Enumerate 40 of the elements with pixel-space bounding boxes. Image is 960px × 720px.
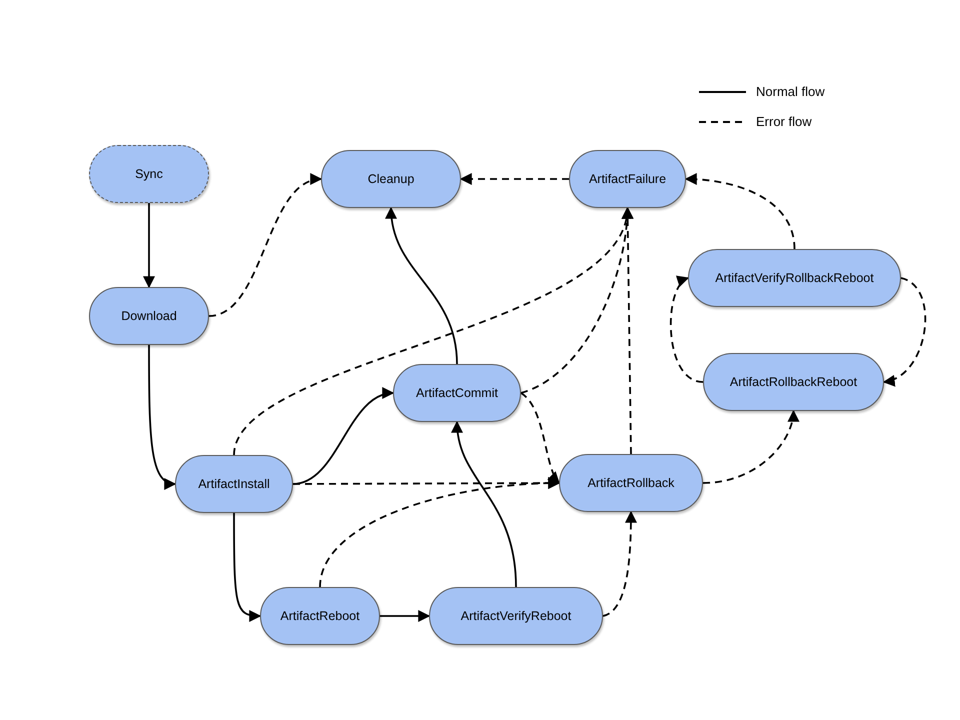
state-node [89,287,209,345]
dashed-arrow [520,392,560,484]
state-node [89,145,209,203]
dashed-arrow [684,173,796,250]
state-label: ArtifactCommit [416,386,498,400]
state-node [260,587,380,645]
state-node [569,150,686,208]
state-node [175,455,293,513]
dashed-arrow [319,477,560,588]
legend-label: Error flow [756,114,812,129]
state-node [393,364,521,422]
state-node [321,150,461,208]
arrow [143,203,155,288]
arrow [233,513,262,622]
state-label: ArtifactReboot [280,609,360,623]
state-label: Download [121,309,177,323]
arrow [386,206,458,364]
state-node [688,249,901,307]
state-label: Sync [135,167,163,181]
state-node [559,454,703,512]
arrow [452,420,517,588]
dashed-arrow [882,277,926,385]
dashed-arrow [602,510,637,617]
state-label: Cleanup [368,172,414,186]
state-label: ArtifactVerifyReboot [460,609,572,623]
state-label: ArtifactInstall [198,477,270,491]
state-node [429,587,603,645]
dashed-arrow [702,410,798,484]
dashed-arrow [670,277,704,383]
dashed-arrow [460,173,569,185]
state-label: ArtifactFailure [588,172,666,186]
state-label: ArtifactVerifyRollbackReboot [715,271,874,285]
dashed-arrow [622,206,634,454]
state-node [703,353,884,411]
arrow [148,345,176,488]
arrow [380,610,430,622]
dashed-arrow [208,175,322,317]
legend-label: Normal flow [756,84,825,99]
state-label: ArtifactRollback [588,476,674,490]
state-label: ArtifactRollbackReboot [730,375,858,389]
